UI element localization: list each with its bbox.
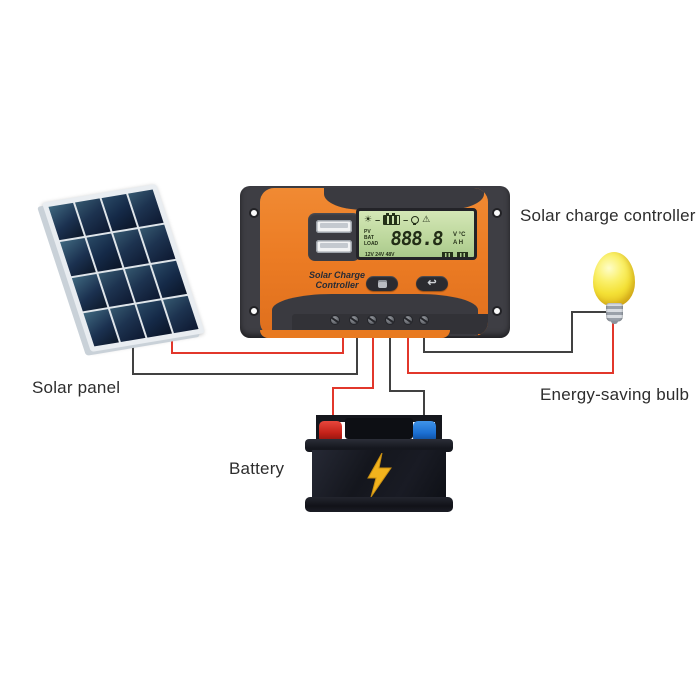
battery-terminal-positive [319, 421, 342, 441]
lcd-voltage-modes: 12V 24V 48V [365, 252, 395, 258]
mount-screw-hole [249, 208, 259, 218]
flow-dash-icon: – [403, 214, 409, 225]
menu-icon [377, 279, 387, 288]
wire-load-negative [423, 311, 607, 353]
wire-battery-negative [389, 328, 425, 428]
brand-line2: Controller [315, 280, 359, 290]
solar-panel-label: Solar panel [32, 378, 121, 397]
wire-panel-negative [132, 328, 358, 375]
face-bottom-edge [260, 330, 450, 338]
lcd-value: 888.8 [389, 227, 444, 250]
terminal-screw [403, 315, 413, 325]
mount-screw-hole [249, 306, 259, 316]
lcd-charge-icons [442, 251, 468, 257]
bulb-icon [411, 215, 420, 225]
wire-load-positive [407, 320, 614, 374]
solar-charge-controller: ☀ – – ⚠ PV BAT LOAD 888.8 V °C [240, 186, 510, 338]
battery-top-flange [305, 439, 453, 452]
lightning-bolt-icon [367, 453, 392, 497]
terminal-screw [349, 315, 359, 325]
battery [303, 403, 455, 513]
usb-panel [308, 213, 360, 261]
bulb-screw-base [606, 303, 623, 322]
brand-text: Solar Charge Controller [302, 270, 372, 290]
charge-level-icon [442, 251, 453, 257]
charge-level-icon [457, 251, 468, 257]
terminal-screw [367, 315, 377, 325]
battery-icon [383, 212, 401, 225]
brand-line1: Solar Charge [308, 270, 366, 280]
battery-top-block [345, 418, 413, 439]
usb-tongue [320, 243, 348, 248]
lcd-readout: PV BAT LOAD 888.8 V °C A H [359, 226, 474, 251]
lcd-units-amp-hour: A H [453, 239, 464, 246]
energy-saving-bulb [592, 252, 636, 324]
mount-screw-hole [492, 208, 502, 218]
face-shade [324, 188, 484, 210]
lcd-pv-label: PV [364, 229, 371, 235]
battery-bottom-flange [305, 497, 453, 512]
energy-saving-bulb-label: Energy-saving bulb [540, 385, 690, 404]
wire-battery-positive [332, 328, 374, 428]
lcd-bat-label: BAT [364, 235, 374, 241]
return-arrow-icon: ↩ [427, 277, 437, 289]
terminal-screw [419, 315, 429, 325]
back-button[interactable]: ↩ [416, 276, 448, 291]
wire-panel-positive [171, 328, 344, 354]
battery-label: Battery [229, 459, 285, 478]
usb-tongue [320, 223, 348, 228]
controller-label: Solar charge controller [520, 206, 696, 225]
lcd-channel-labels: PV BAT LOAD [364, 230, 380, 247]
mount-screw-hole [492, 306, 502, 316]
lcd-load-label: LOAD [364, 241, 379, 247]
bulb-glass [593, 252, 635, 306]
lcd-units: V °C A H [453, 232, 471, 246]
flow-dash-icon: – [375, 214, 381, 225]
lcd-units-volt-temp: V °C [453, 231, 466, 238]
bulb-base-tip [611, 321, 618, 324]
controller-face: ☀ – – ⚠ PV BAT LOAD 888.8 V °C [260, 188, 488, 336]
terminal-screw [385, 315, 395, 325]
menu-button[interactable] [366, 276, 398, 291]
sun-icon: ☀ [364, 214, 373, 224]
battery-terminal-negative [413, 421, 436, 441]
battery-handle-post [435, 415, 442, 443]
lcd-status-icons: ☀ – – ⚠ [359, 211, 474, 226]
lcd-mode-row: 12V 24V 48V [359, 251, 474, 258]
warning-icon: ⚠ [422, 214, 431, 224]
terminal-screw [330, 315, 340, 325]
usb-port-icon [316, 220, 352, 233]
usb-port-icon [316, 240, 352, 253]
lcd-screen: ☀ – – ⚠ PV BAT LOAD 888.8 V °C [356, 208, 477, 260]
